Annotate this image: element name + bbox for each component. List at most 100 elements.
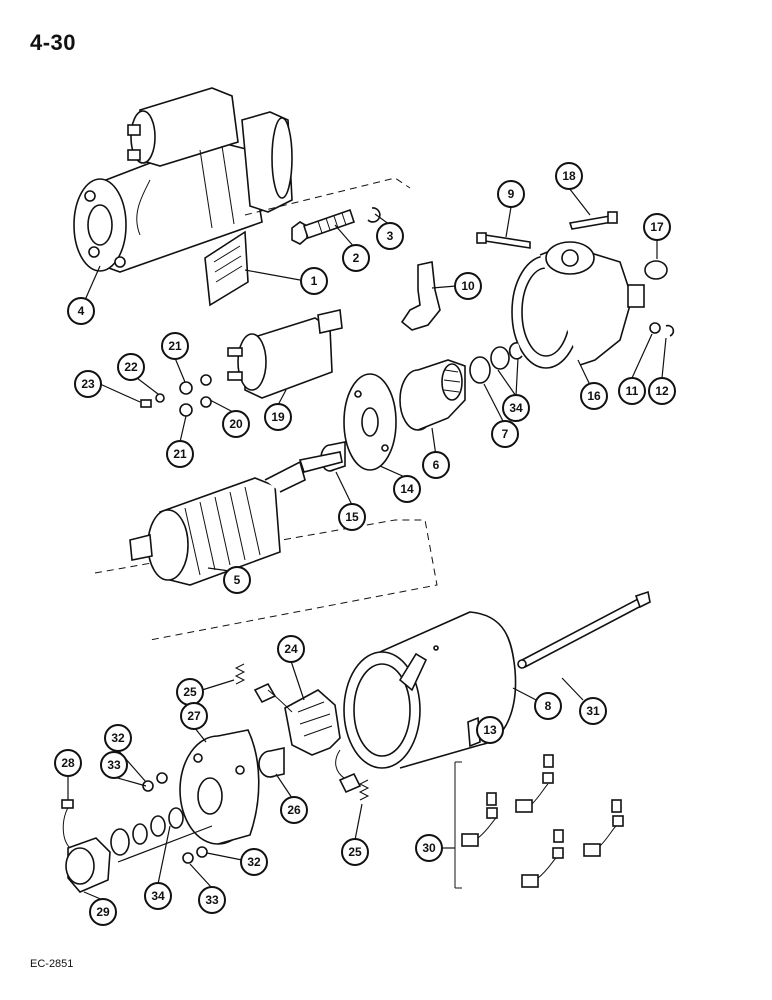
svg-text:29: 29	[96, 905, 110, 919]
callout-25-upper: 25	[176, 678, 204, 706]
callout-34-upper: 34	[502, 394, 530, 422]
svg-text:33: 33	[107, 758, 121, 772]
callout-32-lower: 32	[240, 848, 268, 876]
yoke-field-housing	[343, 611, 517, 769]
svg-text:6: 6	[433, 458, 440, 472]
drive-fork-lever	[400, 261, 441, 331]
svg-text:7: 7	[502, 427, 509, 441]
brush-c-screw	[553, 829, 564, 843]
brush-a	[461, 833, 479, 847]
svg-text:26: 26	[287, 803, 301, 817]
callout-5: 5	[223, 566, 251, 594]
brush-b-screw	[543, 754, 554, 768]
svg-text:28: 28	[61, 756, 75, 770]
svg-text:32: 32	[111, 731, 125, 745]
svg-text:21: 21	[168, 339, 182, 353]
bushing	[644, 260, 668, 280]
callout-11: 11	[618, 377, 646, 405]
circlip	[508, 342, 523, 360]
page-title: 4-30	[30, 30, 77, 55]
circlip-end	[110, 828, 130, 856]
callout-26: 26	[280, 796, 308, 824]
svg-text:8: 8	[545, 699, 552, 713]
washer-32-lower	[196, 846, 208, 858]
callout-29: 29	[89, 898, 117, 926]
svg-text:11: 11	[626, 384, 639, 398]
brush-b	[515, 799, 533, 813]
callout-3: 3	[376, 222, 404, 250]
callout-32-upper: 32	[104, 724, 132, 752]
callout-6: 6	[422, 451, 450, 479]
solenoid-switch	[227, 309, 343, 399]
cap-screw	[61, 799, 74, 809]
lock-washer	[665, 324, 675, 337]
brush-kit	[454, 754, 624, 889]
svg-text:23: 23	[81, 377, 95, 391]
callout-13: 13	[476, 716, 504, 744]
callout-24: 24	[277, 635, 305, 663]
callout-7: 7	[491, 420, 519, 448]
pivot-bolt	[291, 208, 356, 245]
callout-28: 28	[54, 749, 82, 777]
svg-text:34: 34	[151, 889, 165, 903]
brush-d-terminal	[612, 815, 624, 827]
brush-a-terminal	[486, 807, 498, 819]
svg-text:14: 14	[400, 482, 414, 496]
callout-2: 2	[342, 244, 370, 272]
callout-15: 15	[338, 503, 366, 531]
callout-31: 31	[579, 697, 607, 725]
through-bolt	[517, 590, 651, 669]
starter-motor-assembly	[73, 87, 293, 273]
svg-text:25: 25	[348, 845, 362, 859]
svg-text:30: 30	[422, 841, 436, 855]
brush-holder	[253, 682, 362, 794]
nut	[649, 322, 661, 334]
callout-33-upper: 33	[100, 751, 128, 779]
svg-text:2: 2	[353, 251, 360, 265]
callout-33-lower: 33	[198, 886, 226, 914]
brush-d	[583, 843, 601, 857]
callout-12: 12	[648, 377, 676, 405]
figure-reference-code: EC-2851	[30, 958, 74, 970]
svg-text:16: 16	[587, 389, 601, 403]
svg-text:5: 5	[234, 573, 241, 587]
armature	[129, 451, 343, 586]
brush-b-terminal	[542, 772, 554, 784]
drive-end-housing	[511, 241, 645, 369]
svg-text:20: 20	[229, 417, 243, 431]
svg-text:3: 3	[387, 229, 394, 243]
callout-21-upper: 21	[161, 332, 189, 360]
svg-text:22: 22	[124, 360, 138, 374]
svg-text:25: 25	[183, 685, 197, 699]
commutator-end-bracket	[179, 729, 260, 845]
brush-a-screw	[486, 792, 497, 806]
retaining-clip	[367, 207, 381, 223]
svg-text:33: 33	[205, 893, 219, 907]
callout-22: 22	[117, 353, 145, 381]
through-stud-right	[568, 211, 618, 230]
callout-23: 23	[74, 370, 102, 398]
nut-lower	[179, 403, 193, 417]
brush-spring-lower	[358, 779, 370, 801]
svg-text:10: 10	[461, 279, 475, 293]
svg-text:19: 19	[271, 410, 285, 424]
shim-1	[132, 823, 148, 845]
assembly-line-armature	[94, 519, 438, 641]
shim-2	[150, 815, 166, 837]
callout-14: 14	[393, 475, 421, 503]
identification-label	[204, 230, 249, 307]
commutator-bush	[258, 747, 285, 778]
washer-32-upper	[142, 780, 154, 792]
svg-text:27: 27	[187, 709, 201, 723]
svg-text:21: 21	[173, 447, 187, 461]
svg-text:4: 4	[78, 304, 85, 318]
end-cap	[62, 803, 111, 893]
callout-1: 1	[300, 267, 328, 295]
svg-text:31: 31	[586, 704, 600, 718]
callout-10: 10	[454, 272, 482, 300]
svg-text:12: 12	[655, 384, 669, 398]
washer-lower	[200, 396, 212, 408]
through-stud-upper	[476, 232, 531, 249]
drive-pinion-clutch	[399, 359, 466, 431]
intermediate-bracket	[343, 373, 397, 471]
